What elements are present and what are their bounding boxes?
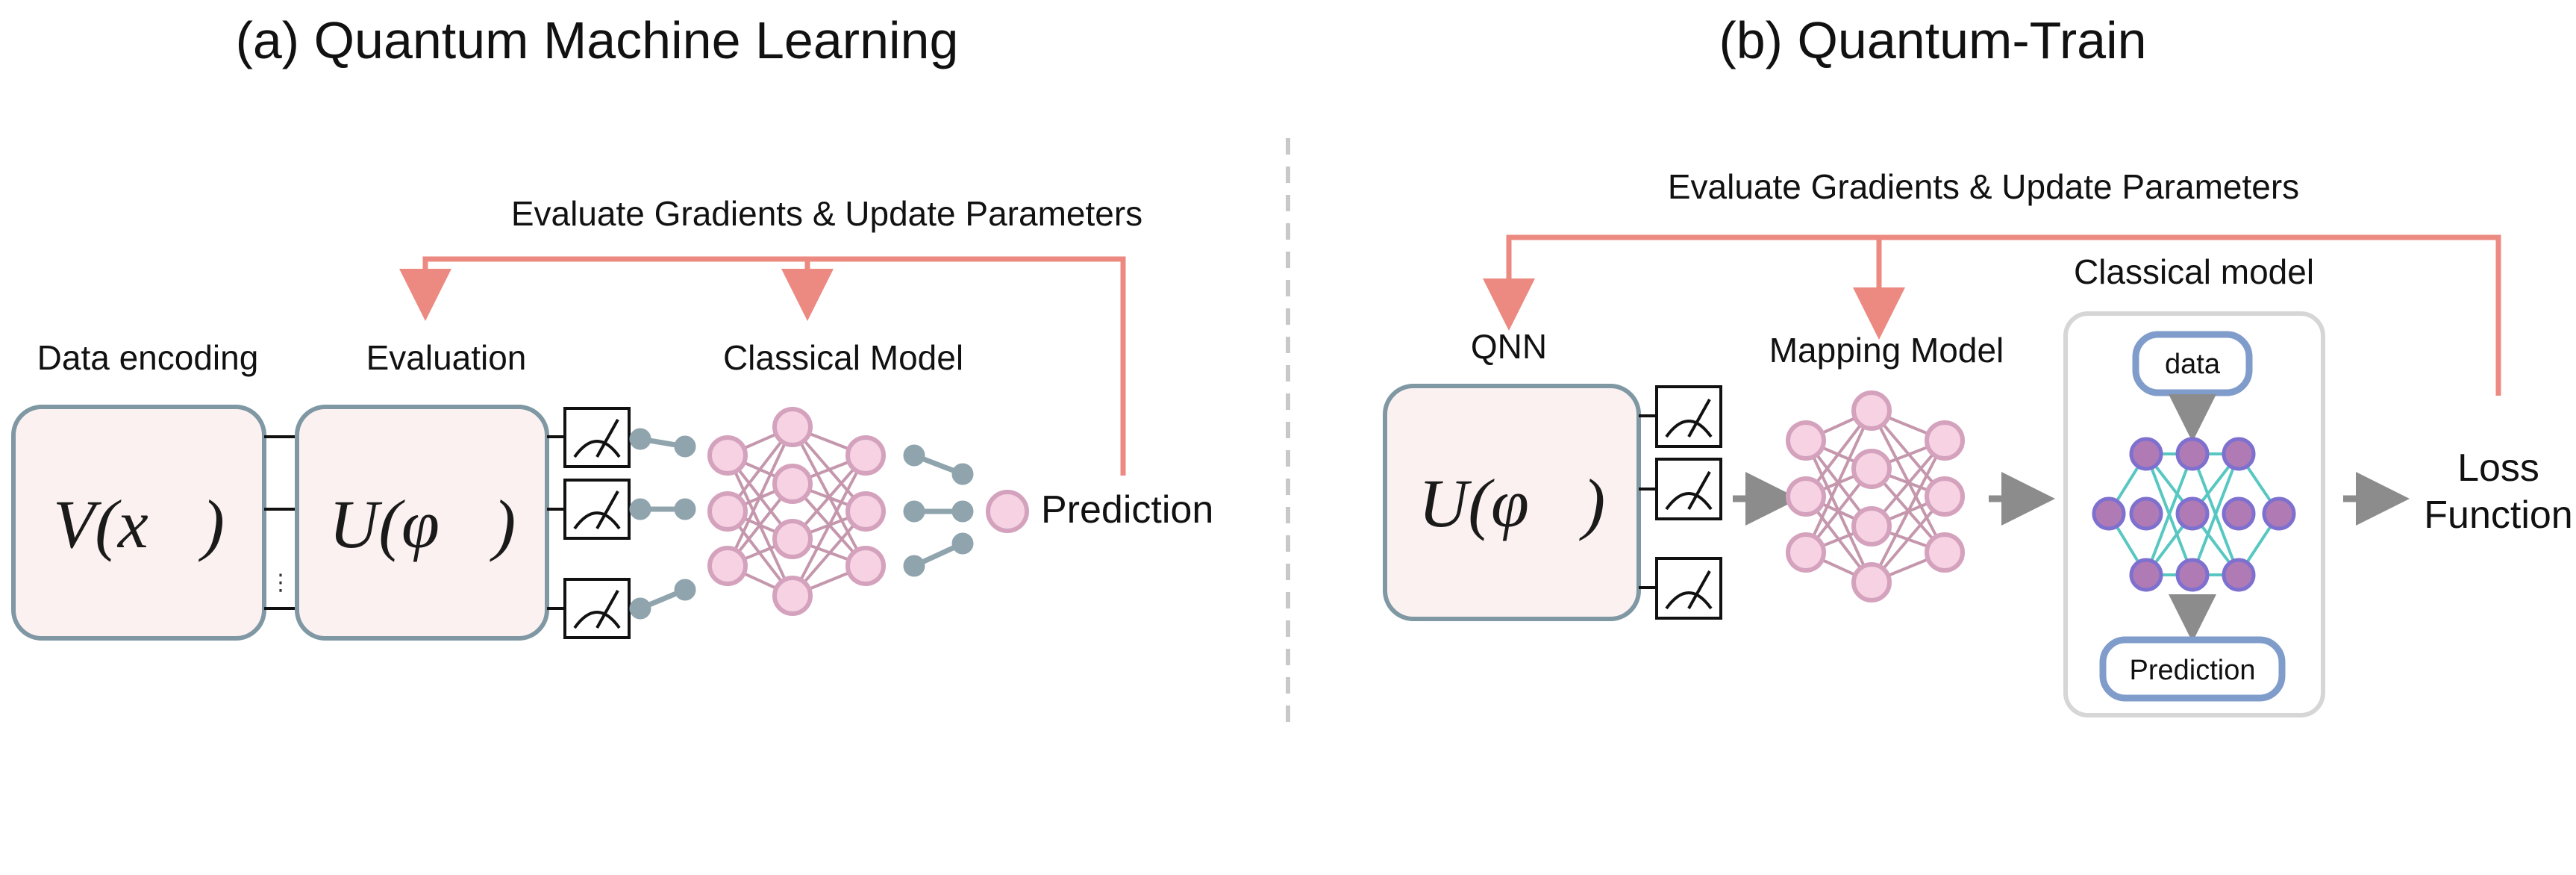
- evaluation-box: U(φ⃗): [295, 405, 549, 641]
- feedback-arrow-b: [1483, 234, 2501, 396]
- network-node: [2129, 437, 2163, 471]
- data-encoding-label: Data encoding: [37, 338, 259, 377]
- measurement-meter-icon: [1655, 458, 1722, 520]
- network-node: [1851, 449, 1892, 489]
- network-node: [707, 491, 748, 532]
- network-node: [2175, 496, 2210, 531]
- panel-a-title: (a) Quantum Machine Learning: [236, 11, 959, 69]
- network-node: [1925, 532, 1965, 573]
- measurement-meter-icon: [563, 407, 631, 468]
- input-connectors-a: [629, 428, 696, 620]
- network-node: [1851, 390, 1892, 431]
- feedback-label-b: Evaluate Gradients & Update Parameters: [1668, 167, 2299, 206]
- network-edge: [1870, 440, 1946, 583]
- classical-model-label-a: Classical Model: [723, 338, 963, 377]
- encoding-operator: V(x⃗): [53, 486, 225, 562]
- neural-network-a: [707, 407, 886, 616]
- network-node: [2222, 496, 2256, 531]
- prediction-node-box: Prediction: [2099, 636, 2286, 702]
- classical-model-label-b: Classical model: [2074, 252, 2314, 291]
- network-node: [845, 491, 886, 532]
- measurement-meter-icon: [1655, 385, 1722, 448]
- network-node: [845, 546, 886, 586]
- output-connectors-a: [903, 444, 974, 577]
- wire-ellipsis: ⋮: [269, 570, 292, 595]
- data-encoding-box: V(x⃗): [11, 405, 266, 641]
- classical-network: [2092, 437, 2296, 592]
- network-node: [1786, 476, 1826, 517]
- meter-wires-a: [547, 435, 565, 610]
- evaluation-label: Evaluation: [366, 338, 527, 377]
- network-node: [772, 464, 813, 504]
- network-node: [2175, 437, 2210, 471]
- network-node: [2129, 558, 2163, 592]
- network-edge: [2191, 453, 2240, 576]
- network-node: [1925, 476, 1965, 517]
- loss-function-label-line2: Function: [2424, 493, 2572, 537]
- data-node-label: data: [2165, 349, 2221, 380]
- prediction-node: [986, 490, 1029, 533]
- network-edges: [1804, 409, 1946, 584]
- network-node: [772, 407, 813, 447]
- network-node: [2175, 558, 2210, 592]
- feedback-arrow-a: [399, 256, 1126, 476]
- network-node: [1786, 532, 1826, 573]
- qnn-box: U(φ⃗): [1383, 384, 1641, 621]
- network-edge: [726, 426, 794, 567]
- network-node: [2092, 496, 2126, 531]
- measurement-meter-icon: [563, 479, 631, 540]
- network-node: [707, 546, 748, 586]
- network-node: [1851, 506, 1892, 547]
- network-node: [772, 519, 813, 559]
- qnn-operator: U(φ⃗): [1419, 465, 1605, 541]
- panel-b-title: (b) Quantum-Train: [1719, 11, 2146, 69]
- network-node: [772, 576, 813, 616]
- network-edge: [791, 455, 867, 597]
- prediction-node-label: Prediction: [2130, 655, 2256, 686]
- mapping-network: [1786, 390, 1965, 602]
- network-edges: [726, 426, 867, 597]
- network-node: [845, 435, 886, 476]
- network-node: [1851, 562, 1892, 602]
- network-node: [2129, 496, 2163, 531]
- prediction-label-a: Prediction: [1041, 488, 1213, 532]
- network-node: [2262, 496, 2296, 531]
- network-edge: [1804, 410, 1873, 553]
- network-edge: [2145, 453, 2194, 576]
- mapping-model-label: Mapping Model: [1769, 331, 2004, 370]
- qubit-wires-a: [264, 435, 297, 610]
- loss-function-label-line1: Loss: [2457, 446, 2539, 490]
- measurement-meter-icon: [1655, 557, 1722, 620]
- measurement-meter-icon: [563, 578, 631, 639]
- network-node: [1786, 420, 1826, 461]
- network-node: [707, 435, 748, 476]
- network-node: [2222, 558, 2256, 592]
- data-node-box: data: [2132, 331, 2253, 396]
- meter-wires-b: [1639, 414, 1657, 589]
- feedback-label-a: Evaluate Gradients & Update Parameters: [511, 194, 1142, 233]
- qnn-label: QNN: [1471, 327, 1547, 366]
- network-node: [2222, 437, 2256, 471]
- network-node: [1925, 420, 1965, 461]
- evaluation-operator: U(φ⃗): [329, 486, 516, 562]
